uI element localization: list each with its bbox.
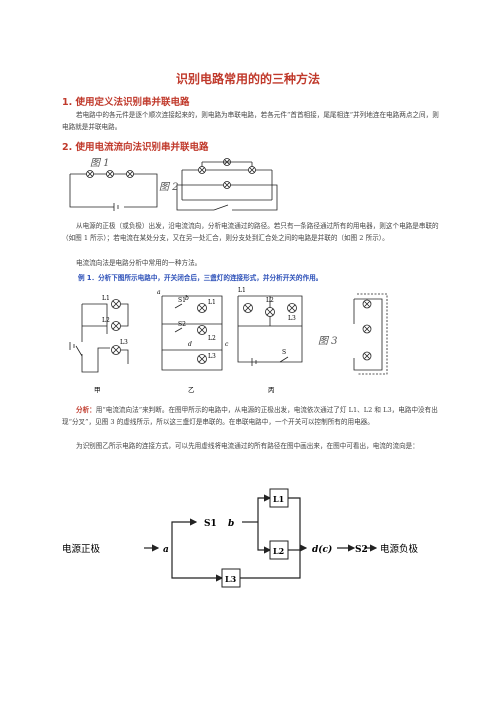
section-1-heading: 1. 使用定义法识别串并联电路 xyxy=(62,97,190,108)
flow-node-dc: d(c) xyxy=(312,544,332,555)
analysis-paragraph-1: 分析：用“电流流向法”来判断。在图甲所示的电路中，从电源的正极出发，电流依次通过… xyxy=(62,404,442,428)
flow-node-b: b xyxy=(228,519,234,529)
bing-L1-label: L1 xyxy=(238,287,246,294)
jia-L3-label: L3 xyxy=(120,339,128,346)
page-title: 识别电路常用的的三种方法 xyxy=(175,72,320,86)
fig1-lamp xyxy=(86,170,94,178)
fig2-label: 图 2 xyxy=(159,182,179,193)
fig1-lamp xyxy=(106,170,114,178)
flow-l3: L3 xyxy=(225,574,237,584)
yi-S2-label: S2 xyxy=(178,321,186,328)
yi-node-c: c xyxy=(225,341,229,348)
yi-node-a: a xyxy=(157,289,161,296)
fig1-label: 图 1 xyxy=(90,158,110,169)
fig-jia-caption: 甲 xyxy=(94,386,101,394)
flow-s1: S1 xyxy=(204,519,217,529)
fig2-lamp xyxy=(223,181,231,189)
flow-start: 电源正极 xyxy=(62,543,101,555)
example-circuits: L1 L2 L3 S1 S2 L1 L2 L3 a b c d L1 L2 L3… xyxy=(69,287,388,394)
example-1-prompt: 例 1．分析下图所示电路中，开关闭合后，三盏灯的连接形式，并分析开关的作用。 xyxy=(78,274,323,282)
fig-yi-caption: 乙 xyxy=(188,386,195,394)
jia-L1-label: L1 xyxy=(102,295,110,302)
fig1-lamp xyxy=(126,170,134,178)
yi-L3-label: L3 xyxy=(208,353,216,360)
bing-S-label: S xyxy=(282,349,286,356)
section-2-heading: 2. 使用电流流向法识别串并联电路 xyxy=(62,142,209,153)
yi-node-d: d xyxy=(188,341,192,348)
flow-l1: L1 xyxy=(273,494,284,504)
flow-l2: L2 xyxy=(273,546,284,556)
fig3-label: 图 3 xyxy=(318,336,338,347)
yi-L2-label: L2 xyxy=(208,335,216,342)
fig2-lamp xyxy=(198,166,206,174)
bing-L2-label: L2 xyxy=(266,297,274,304)
section-1-body: 若电路中的各元件是逐个顺次连接起来的，则电路为串联电路，若各元件“首首相接，尾尾… xyxy=(62,111,439,131)
flow-node-a: a xyxy=(163,545,169,555)
section-2-body2: 电流流向法是电路分析中常用的一种方法。 xyxy=(76,259,202,267)
flow-end: 电源负极 xyxy=(380,543,419,555)
yi-node-b: b xyxy=(185,295,189,302)
fig2-lamp xyxy=(248,166,256,174)
analysis-paragraph-2: 为识别图乙所示电路的连接方式，可以先用虚线将电流通过的所有路径在图中画出来，在图… xyxy=(76,442,419,450)
section-2-body1: 从电源的正极（或负极）出发，沿电流流向，分析电流通过的路径。若只有一条路径通过所… xyxy=(62,222,439,242)
bing-L3-label: L3 xyxy=(288,315,296,322)
jia-L2-label: L2 xyxy=(102,317,110,324)
yi-S1-label: S1 xyxy=(178,297,186,304)
fig-bing-caption: 丙 xyxy=(268,386,275,394)
analysis-text-1: 用“电流流向法”来判断。在图甲所示的电路中，从电源的正极出发，电流依次通过了灯 … xyxy=(62,406,438,426)
analysis-label: 分析： xyxy=(76,406,96,414)
current-flow-diagram: 电源正极 a S1 b L1 L2 L3 d(c) S2 电源负极 xyxy=(62,488,419,588)
flow-s2: S2 xyxy=(355,545,368,555)
yi-L1-label: L1 xyxy=(208,299,216,306)
fig1-fig2-diagrams: 图 1 图 2 xyxy=(69,158,278,211)
